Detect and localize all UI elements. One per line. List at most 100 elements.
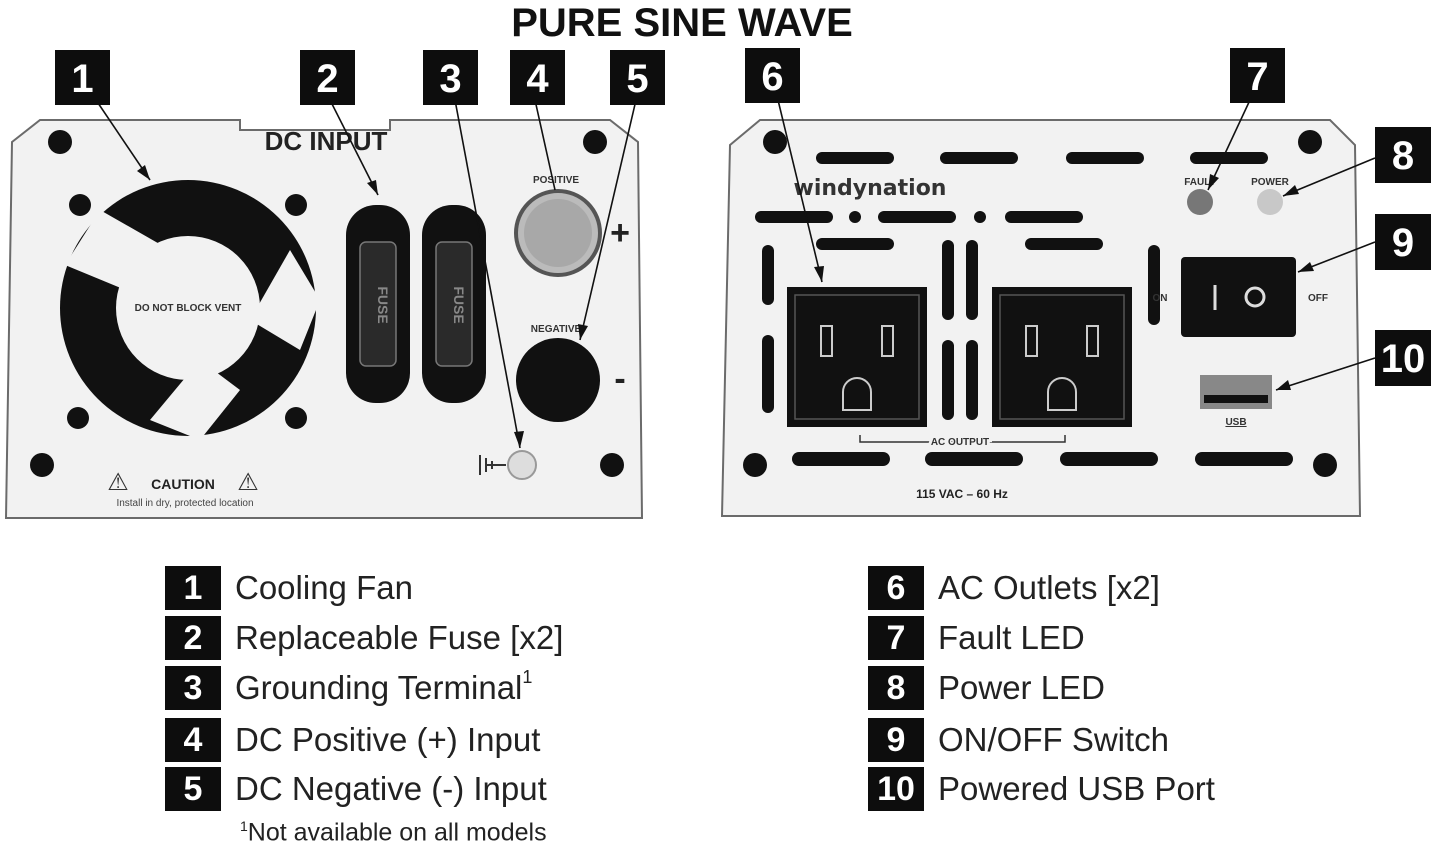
callout-number: 7: [1246, 55, 1268, 99]
dc-input-heading: DC INPUT: [265, 126, 388, 156]
footnote-marker: 1: [240, 818, 248, 834]
legend-number: 10: [868, 767, 924, 811]
usb-port-icon: [1200, 375, 1272, 409]
legend-text: Replaceable Fuse [x2]: [235, 619, 563, 657]
caution-warning-icon: ⚠: [107, 468, 129, 496]
legend-number: 5: [165, 767, 221, 811]
callout-number: 9: [1392, 221, 1414, 265]
legend-item-usb-port: 10 Powered USB Port: [868, 767, 1215, 811]
callout-number: 8: [1392, 134, 1414, 178]
screw-icon: [30, 453, 54, 477]
diagram-title: PURE SINE WAVE: [511, 1, 853, 45]
grounding-terminal-icon: [507, 450, 537, 480]
callout-9: 9: [1375, 214, 1431, 270]
callout-6: 6: [745, 48, 800, 103]
legend-label: Fault LED: [938, 619, 1085, 656]
legend-label: DC Negative (-) Input: [235, 770, 547, 807]
callout-1: 1: [55, 50, 110, 105]
legend-number: 3: [165, 666, 221, 710]
legend-text: Powered USB Port: [938, 770, 1215, 808]
legend-label: AC Outlets [x2]: [938, 569, 1160, 606]
leader-lines: [95, 99, 1376, 449]
legend-number: 6: [868, 566, 924, 610]
callout-5: 5: [610, 50, 665, 105]
fuse-label: FUSE: [375, 286, 391, 323]
legend-text: AC Outlets [x2]: [938, 569, 1160, 607]
legend-label: Cooling Fan: [235, 569, 413, 606]
legend-label: ON/OFF Switch: [938, 721, 1170, 758]
legend-item-on-off-switch: 9 ON/OFF Switch: [868, 718, 1169, 762]
negative-terminal-icon: [516, 338, 600, 422]
legend-item-fault-led: 7 Fault LED: [868, 616, 1085, 660]
fault-led-icon: [1187, 189, 1213, 215]
legend-number: 2: [165, 616, 221, 660]
footnote-marker: 1: [522, 667, 533, 687]
ac-outlet-left-icon: [787, 287, 927, 427]
ac-outlet-right-icon: [992, 287, 1132, 427]
callout-number: 1: [71, 57, 93, 101]
screw-icon: [1313, 453, 1337, 477]
legend-item-replaceable-fuse: 2 Replaceable Fuse [x2]: [165, 616, 563, 660]
callout-number: 4: [526, 57, 549, 101]
ac-output-panel: windynation AC OUTPUT 115 VAC – 60 Hz FA…: [720, 119, 1362, 517]
negative-label: NEGATIVE: [531, 324, 582, 335]
usb-label: USB: [1225, 417, 1246, 428]
legend-number: 1: [165, 566, 221, 610]
legend-label: Grounding Terminal: [235, 669, 523, 706]
ac-output-bracket: [859, 435, 1066, 443]
screw-icon: [600, 453, 624, 477]
fuse-holder-left: FUSE: [346, 205, 410, 403]
switch-off-label: OFF: [1308, 293, 1328, 304]
screw-icon: [48, 130, 72, 154]
fuse-label: FUSE: [451, 286, 467, 323]
screw-icon: [743, 453, 767, 477]
ground-symbol-icon: [479, 455, 506, 475]
callout-number: 5: [626, 57, 648, 101]
screw-icon: [1298, 130, 1322, 154]
screw-icon: [67, 407, 89, 429]
screw-icon: [583, 130, 607, 154]
legend-item-power-led: 8 Power LED: [868, 666, 1105, 710]
screw-icon: [69, 194, 91, 216]
screw-icon: [763, 130, 787, 154]
callout-7: 7: [1230, 48, 1285, 103]
callout-number: 3: [439, 57, 461, 101]
legend-label: Powered USB Port: [938, 770, 1215, 807]
callout-10: 10: [1375, 330, 1431, 386]
legend-text: Cooling Fan: [235, 569, 413, 607]
power-led-label: POWER: [1251, 177, 1290, 188]
ac-output-label: AC OUTPUT: [931, 437, 989, 448]
legend-item-grounding-terminal: 3 Grounding Terminal1: [165, 666, 532, 710]
switch-on-label: ON: [1153, 293, 1168, 304]
legend-item-dc-negative: 5 DC Negative (-) Input: [165, 767, 547, 811]
legend-text: Grounding Terminal1: [235, 667, 533, 707]
callout-number: 6: [761, 55, 783, 99]
cooling-fan-icon: DO NOT BLOCK VENT: [60, 180, 320, 440]
legend-item-ac-outlets: 6 AC Outlets [x2]: [868, 566, 1160, 610]
legend-number: 9: [868, 718, 924, 762]
legend-text: DC Positive (+) Input: [235, 721, 540, 759]
fan-vent-label: DO NOT BLOCK VENT: [135, 303, 242, 314]
plus-sign: +: [610, 214, 630, 252]
caution-label: CAUTION: [151, 476, 215, 492]
power-led-icon: [1257, 189, 1283, 215]
callout-number: 10: [1381, 337, 1426, 381]
legend-text: Fault LED: [938, 619, 1085, 657]
legend-item-dc-positive: 4 DC Positive (+) Input: [165, 718, 540, 762]
legend-text: Power LED: [938, 669, 1105, 707]
fault-led-label: FAULT: [1184, 177, 1215, 188]
callout-2: 2: [300, 50, 355, 105]
callout-4: 4: [510, 50, 565, 105]
power-switch-icon: [1181, 257, 1296, 337]
dc-input-panel: DC INPUT DO NOT BLOCK VENT FUSE FUSE: [4, 119, 644, 519]
screw-icon: [285, 407, 307, 429]
caution-note: Install in dry, protected location: [116, 498, 253, 509]
legend-label: Power LED: [938, 669, 1105, 706]
legend-item-cooling-fan: 1 Cooling Fan: [165, 566, 413, 610]
callout-8: 8: [1375, 127, 1431, 183]
fuse-holder-right: FUSE: [422, 205, 486, 403]
legend-number: 7: [868, 616, 924, 660]
callout-3: 3: [423, 50, 478, 105]
screw-icon: [285, 194, 307, 216]
